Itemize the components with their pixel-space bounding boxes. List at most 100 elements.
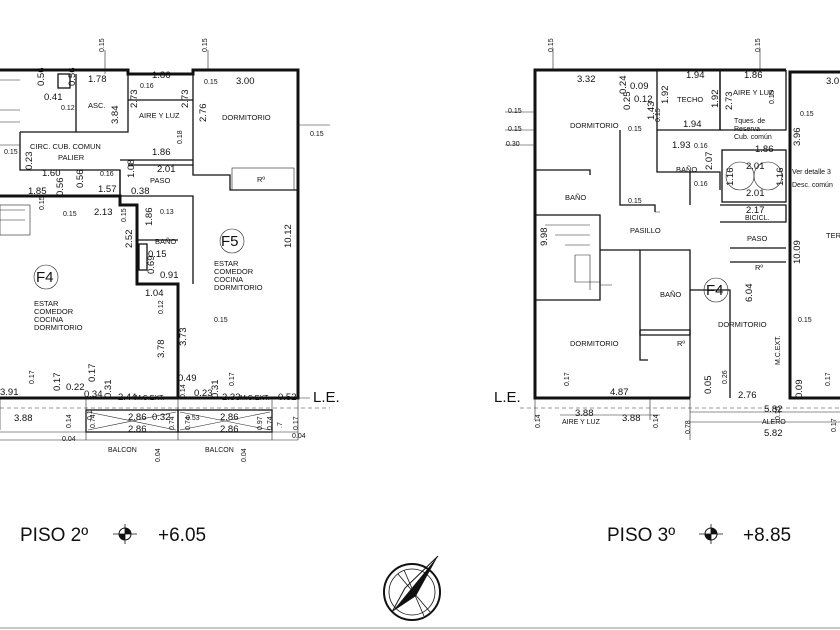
wall-right-outer xyxy=(533,68,786,400)
dim-a72: 0.97 xyxy=(257,416,264,430)
dim-b41: 2.76 xyxy=(738,390,757,401)
dim-b32: 2.17 xyxy=(746,205,765,216)
room-alero: ALERO xyxy=(762,419,786,426)
room-tanque-1: Tques. de xyxy=(734,118,765,125)
dim-a53: 2.44 xyxy=(118,392,137,403)
dim-a10: 0.15 xyxy=(204,79,218,86)
dim-a1: 0.15 xyxy=(99,38,106,52)
room-f5-estar: ESTAR xyxy=(214,259,239,268)
dim-b8: 0.24 xyxy=(618,76,629,95)
dims-piso-3: 0.15 0.15 0.15 0.15 0.15 0.30 3.32 0.24 … xyxy=(506,38,839,439)
tanque-circle-b xyxy=(753,161,783,191)
dim-a12: 2.73 xyxy=(129,90,140,109)
dim-a55: 0.23 xyxy=(194,388,213,399)
plan-piso-3 xyxy=(505,48,840,440)
ext-lines-right-top xyxy=(552,48,761,70)
dim-a16: 0.18 xyxy=(177,130,184,144)
dim-b28: 1.16 xyxy=(725,168,736,187)
wall-paso xyxy=(120,159,194,284)
dim-a31: 2.13 xyxy=(94,207,113,218)
wall-bano xyxy=(136,239,178,284)
dim-b40: 0.26 xyxy=(722,370,729,384)
dim-a2: 0.15 xyxy=(202,38,209,52)
room-rp-b: Rº xyxy=(677,339,685,348)
dim-b45: 3.88 xyxy=(575,408,594,419)
room-bano-b: BAÑO xyxy=(565,193,586,202)
dim-a54: 0.14 xyxy=(180,384,187,398)
dim-b33: 9.98 xyxy=(539,228,550,247)
dim-a69: 2.86 xyxy=(220,412,239,423)
level-piso-3: +8.85 xyxy=(743,525,791,546)
room-aire-luz: AIRE Y LUZ xyxy=(139,111,180,120)
dim-b19: 1.94 xyxy=(683,119,702,130)
wall-aire-luz-r xyxy=(719,70,787,131)
dim-a15: 2.76 xyxy=(198,104,209,123)
dim-b47: 0.14 xyxy=(653,414,660,428)
dim-a61: 0.14 xyxy=(66,414,73,428)
wall-bicicl xyxy=(720,204,787,263)
wall-rp-c xyxy=(639,329,691,398)
room-asc: ASC. xyxy=(88,101,106,110)
dim-a47: 0.17 xyxy=(29,370,36,384)
dim-b3: 0.15 xyxy=(508,108,522,115)
room-bano-a: BAÑO xyxy=(676,165,697,174)
room-bano-c: BAÑO xyxy=(660,290,681,299)
dim-b22: 0.15 xyxy=(800,111,814,118)
le-left: L.E. xyxy=(313,389,340,406)
dim-a30: 0.15 xyxy=(63,211,77,218)
dim-a25: 1.57 xyxy=(98,184,117,195)
room-paso: PASO xyxy=(150,176,170,185)
dim-a13: 2.73 xyxy=(180,90,191,109)
unit-f4-right: F4 xyxy=(706,282,724,299)
room-bicicl: BICICL. xyxy=(745,215,770,222)
dim-a4: 1.78 xyxy=(88,74,107,85)
ext-lines-right-left xyxy=(505,111,535,146)
dim-a14: 3.84 xyxy=(110,106,121,125)
wall-bano-r xyxy=(656,130,721,205)
dim-a34: 0.13 xyxy=(160,209,174,216)
dim-b42: 0.09 xyxy=(794,380,805,399)
labels-piso-3: DORMITORIO TECHO AIRE Y LUZ Tques. de Re… xyxy=(494,88,840,426)
dim-a35: 2.52 xyxy=(124,230,135,249)
dim-a23: 1.08 xyxy=(126,160,137,179)
dim-b11: 0.12 xyxy=(634,94,653,105)
room-dorm-a: DORMITORIO xyxy=(570,121,619,130)
dim-b2: 0.15 xyxy=(755,38,762,52)
dim-a44: 3.73 xyxy=(178,328,189,347)
dim-a7: 0.41 xyxy=(44,92,63,103)
stair-lines xyxy=(0,109,25,221)
dim-a57: 0.17 xyxy=(229,372,236,386)
dim-a11: 3.00 xyxy=(236,76,255,87)
dim-a21: 0.16 xyxy=(100,171,114,178)
dim-b48: 0.78 xyxy=(685,420,692,434)
dim-a26: 0.38 xyxy=(131,186,150,197)
room-mcext-a: M.C.EXT. xyxy=(135,395,165,402)
dim-a58: 2.33 xyxy=(222,392,241,403)
room-paso-r: PASO xyxy=(747,234,767,243)
dim-a60: 3.88 xyxy=(14,413,33,424)
dim-a5: 0.56 xyxy=(36,68,47,87)
dim-b43: 0.17 xyxy=(825,372,832,386)
level-marker-icon xyxy=(113,524,137,544)
dim-a67: 0.74 xyxy=(169,416,176,430)
dim-b38: 4.87 xyxy=(610,387,629,398)
dim-a22: 2.01 xyxy=(157,164,176,175)
dim-b10: 0.25 xyxy=(622,92,633,111)
dim-a20: 1.60 xyxy=(42,168,61,179)
ext-lines-top xyxy=(0,50,209,81)
floor-title-left: PISO 2º +6.05 xyxy=(20,524,206,546)
dim-a37: 0.69 xyxy=(146,256,157,275)
dim-a52: 0.31 xyxy=(103,380,114,399)
dim-a39: 10.12 xyxy=(283,224,294,248)
dim-b49: 5.82 xyxy=(764,404,783,415)
room-bano: BAÑO xyxy=(155,237,176,246)
dim-b29: 1.16 xyxy=(775,168,786,187)
dim-b20: 0.15 xyxy=(769,90,776,104)
dim-a19: 0.23 xyxy=(24,152,35,171)
dim-b17: 0.15 xyxy=(655,108,662,122)
note-detalle-1: Ver detalle 3 xyxy=(792,169,831,176)
room-f4-estar: ESTAR xyxy=(34,299,59,308)
room-aire-luz-bottom: AIRE Y LUZ xyxy=(562,419,601,426)
room-techo: TECHO xyxy=(677,95,703,104)
